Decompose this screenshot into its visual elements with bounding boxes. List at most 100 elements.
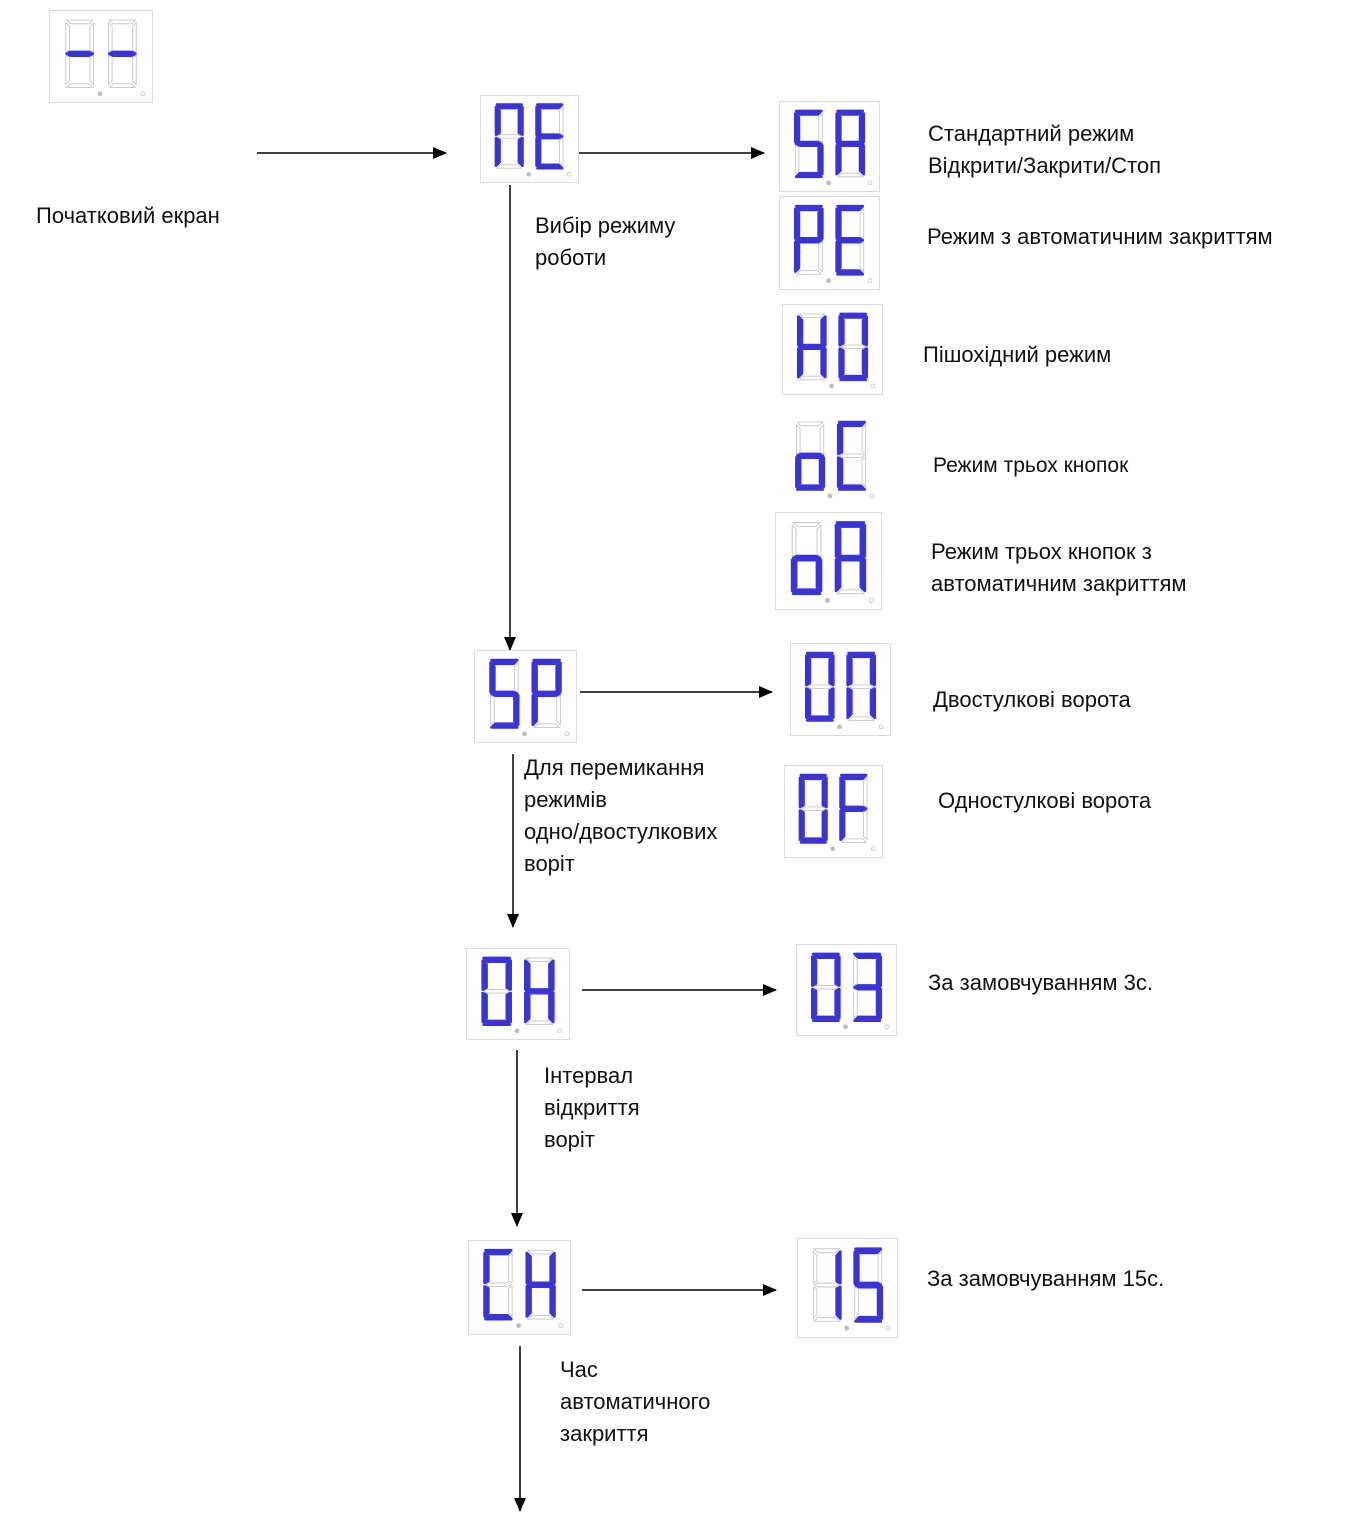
segment-f-on xyxy=(839,776,846,809)
segment-a-on xyxy=(836,109,865,116)
decimal-point-dot xyxy=(870,846,876,852)
segment-e-on xyxy=(798,809,805,842)
segment-f-on xyxy=(835,112,842,144)
segment-c-on xyxy=(513,694,520,727)
segment-g-off xyxy=(806,684,834,690)
mode-option-display-ho xyxy=(782,304,883,395)
leaves-option-label-of: Одностулкові ворота xyxy=(938,788,1152,813)
segment-f-on xyxy=(535,105,542,136)
segment-a-off xyxy=(798,313,826,318)
segment-c-on xyxy=(818,456,826,489)
segment-c-on xyxy=(869,687,877,720)
decimal-point-dot xyxy=(566,172,572,177)
segment-a-on xyxy=(536,103,564,110)
segment-g-on xyxy=(490,690,519,697)
segment-a-on xyxy=(847,651,876,659)
segment-a-on xyxy=(840,773,868,781)
segment-d-on xyxy=(799,837,827,844)
initial-screen-label: Початковий екран xyxy=(36,203,220,228)
segment-g-off xyxy=(484,1282,513,1288)
decimal-point-dot xyxy=(826,180,831,186)
segment-b-off xyxy=(863,776,868,808)
segment-f-on xyxy=(489,661,496,694)
decimal-point-dot xyxy=(884,1024,890,1030)
segment-g-on xyxy=(836,237,865,244)
segment-e-on xyxy=(535,136,542,167)
segment-f-on xyxy=(810,955,818,987)
decimal-point-dot xyxy=(867,278,873,284)
segment-a-on xyxy=(839,312,868,319)
open-interval-display xyxy=(466,948,570,1040)
seven-segment-glyphs xyxy=(793,204,873,284)
segment-d-off xyxy=(65,83,94,88)
segment-a-on xyxy=(799,773,827,781)
segment-b-off xyxy=(818,112,823,143)
segment-c-on xyxy=(505,991,512,1024)
segment-c-on xyxy=(549,1285,556,1318)
segment-d-off xyxy=(836,172,864,178)
segment-c-off xyxy=(861,456,866,488)
segment-a-on xyxy=(495,103,523,110)
segment-e-off xyxy=(854,1286,859,1320)
segment-g-off xyxy=(813,1282,841,1288)
segment-f-on xyxy=(525,1251,532,1285)
segment-d-on xyxy=(836,269,865,276)
decimal-point-dot xyxy=(516,1323,521,1329)
auto-close-caption: Час автоматичного закриття xyxy=(560,1357,711,1446)
seven-segment-glyphs xyxy=(489,658,570,737)
segment-g-on xyxy=(840,805,868,812)
decimal-point-dot xyxy=(564,731,570,737)
open-interval-caption: Інтервал відкриття воріт xyxy=(544,1063,640,1152)
segment-d-on xyxy=(484,1314,513,1321)
segment-c-off xyxy=(89,54,95,86)
decimal-point-dot xyxy=(868,597,874,603)
segment-b-on xyxy=(549,1251,556,1285)
segment-g-on xyxy=(526,1281,555,1288)
decimal-point-dot xyxy=(869,493,875,499)
segment-d-on xyxy=(794,171,823,179)
segment-c-off xyxy=(559,137,564,167)
segment-a-on xyxy=(805,651,834,659)
segment-d-off xyxy=(525,1020,554,1026)
mode-menu-display xyxy=(480,95,579,183)
segment-g-on xyxy=(65,50,95,57)
segment-g-off xyxy=(495,134,523,139)
segment-e-off xyxy=(794,144,800,176)
seven-segment-glyphs xyxy=(804,651,884,730)
segment-e-on xyxy=(524,991,531,1024)
seven-segment-glyphs xyxy=(481,956,563,1034)
segment-a-off xyxy=(792,522,822,527)
segment-g-on xyxy=(107,50,137,57)
segment-g-off xyxy=(839,344,867,350)
segment-a-on xyxy=(484,1248,513,1256)
segment-c-on xyxy=(548,991,555,1024)
segment-a-on xyxy=(853,952,882,959)
leaves-option-display-on xyxy=(790,643,891,736)
segment-d-off xyxy=(835,589,865,595)
segment-c-on xyxy=(821,809,828,842)
segment-c-on xyxy=(815,558,823,593)
segment-g-on xyxy=(796,452,825,459)
segment-e-off xyxy=(490,694,495,726)
segment-d-on xyxy=(854,1315,883,1323)
segment-d-off xyxy=(795,270,823,275)
segment-a-on xyxy=(794,109,823,116)
segment-b-on xyxy=(858,112,866,144)
segment-b-on xyxy=(548,959,555,991)
segment-f-on xyxy=(481,959,488,991)
segment-e-on xyxy=(835,144,842,176)
segment-e-on xyxy=(810,987,818,1020)
auto-close-default-label: За замовчуванням 15с. xyxy=(927,1266,1165,1291)
segment-e-on xyxy=(795,456,802,489)
seven-segment-glyphs xyxy=(795,420,875,499)
mode-option-label-sa: Стандартний режим Відкрити/Закрити/Стоп xyxy=(928,121,1162,178)
segment-d-on xyxy=(791,588,822,596)
segment-e-on xyxy=(494,136,501,167)
segment-b-on xyxy=(835,1250,842,1285)
segment-f-off xyxy=(65,21,70,53)
segment-b-on xyxy=(821,776,828,809)
segment-d-on xyxy=(839,374,868,382)
segment-f-on xyxy=(796,315,804,347)
segment-b-on xyxy=(817,207,824,240)
open-interval-default-label: За замовчуванням 3с. xyxy=(928,970,1153,995)
